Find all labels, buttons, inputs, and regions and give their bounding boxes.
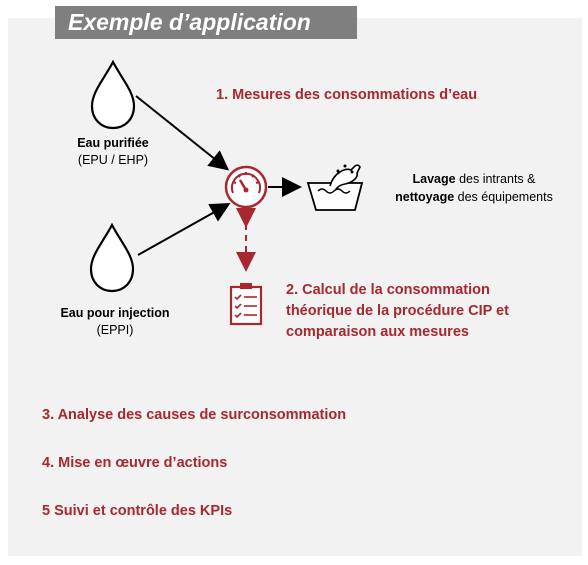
step-2-line-3: comparaison aux mesures (286, 324, 469, 340)
output-description: Lavage des intrants & nettoyage des équi… (374, 170, 574, 206)
input-name-eppi: Eau pour injection (60, 306, 170, 320)
output-bold-nettoyage: nettoyage (395, 190, 455, 204)
step-3: 3. Analyse des causes de surconsommation (42, 407, 347, 423)
checklist-icon (229, 283, 263, 326)
step-1: 1. Mesures des consommations d’eau (216, 87, 478, 103)
output-bold-lavage: Lavage (412, 172, 456, 186)
output-text-1: des intrants & (455, 172, 536, 186)
output-text-2: des équipements (454, 190, 553, 204)
title-bar (55, 6, 357, 39)
water-drop-icon (89, 222, 135, 293)
step-2-line-2: théorique de la procédure CIP et (286, 303, 509, 319)
input-name-epu: Eau purifiée (77, 136, 149, 150)
input-label-eppi: Eau pour injection (EPPI) (45, 305, 185, 339)
water-drop-icon (90, 59, 136, 130)
page-title: Exemple d’application (68, 9, 311, 35)
flow-arrow-eppi (137, 203, 231, 256)
hand-washing-basin-icon (306, 164, 364, 211)
step-5: 5 Suivi et contrôle des KPIs (42, 503, 233, 519)
input-code-eppi: (EPPI) (96, 323, 134, 337)
flow-arrow-epu (135, 95, 230, 171)
step-2: 2. Calcul de la consommation théorique d… (286, 280, 509, 343)
step-2-line-1: 2. Calcul de la consommation (286, 282, 490, 298)
input-code-epu: (EPU / EHP) (77, 153, 149, 167)
step-4: 4. Mise en œuvre d’actions (42, 455, 228, 471)
gauge-meter-icon (224, 165, 268, 209)
input-label-epu: Eau purifiée (EPU / EHP) (55, 135, 171, 169)
